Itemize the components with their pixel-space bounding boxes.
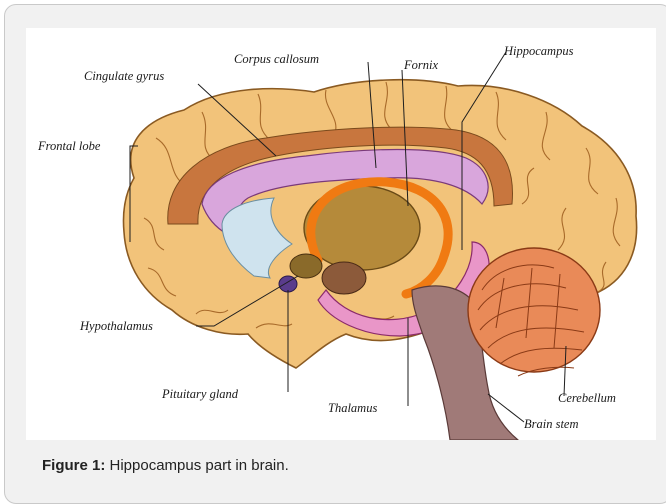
- label-brain-stem: Brain stem: [524, 417, 579, 431]
- caption-text: Hippocampus part in brain.: [105, 457, 288, 474]
- label-thalamus: Thalamus: [328, 401, 377, 415]
- cerebellum: [468, 248, 600, 376]
- label-fornix: Fornix: [403, 58, 438, 72]
- caption-prefix: Figure 1:: [42, 457, 105, 474]
- label-cerebellum: Cerebellum: [558, 391, 616, 405]
- hypothalamus: [290, 254, 322, 278]
- brain-diagram: Corpus callosum Fornix Hippocampus Cingu…: [26, 28, 656, 440]
- label-hypothalamus: Hypothalamus: [79, 319, 153, 333]
- label-cingulate-gyrus: Cingulate gyrus: [84, 69, 164, 83]
- brain-illustration: Corpus callosum Fornix Hippocampus Cingu…: [26, 28, 656, 440]
- label-pituitary-gland: Pituitary gland: [161, 387, 239, 401]
- label-frontal-lobe: Frontal lobe: [37, 139, 101, 153]
- label-corpus-callosum: Corpus callosum: [234, 52, 319, 66]
- mammillary-body: [322, 262, 366, 294]
- label-hippocampus: Hippocampus: [503, 44, 574, 58]
- figure-caption: Figure 1: Hippocampus part in brain.: [42, 457, 289, 474]
